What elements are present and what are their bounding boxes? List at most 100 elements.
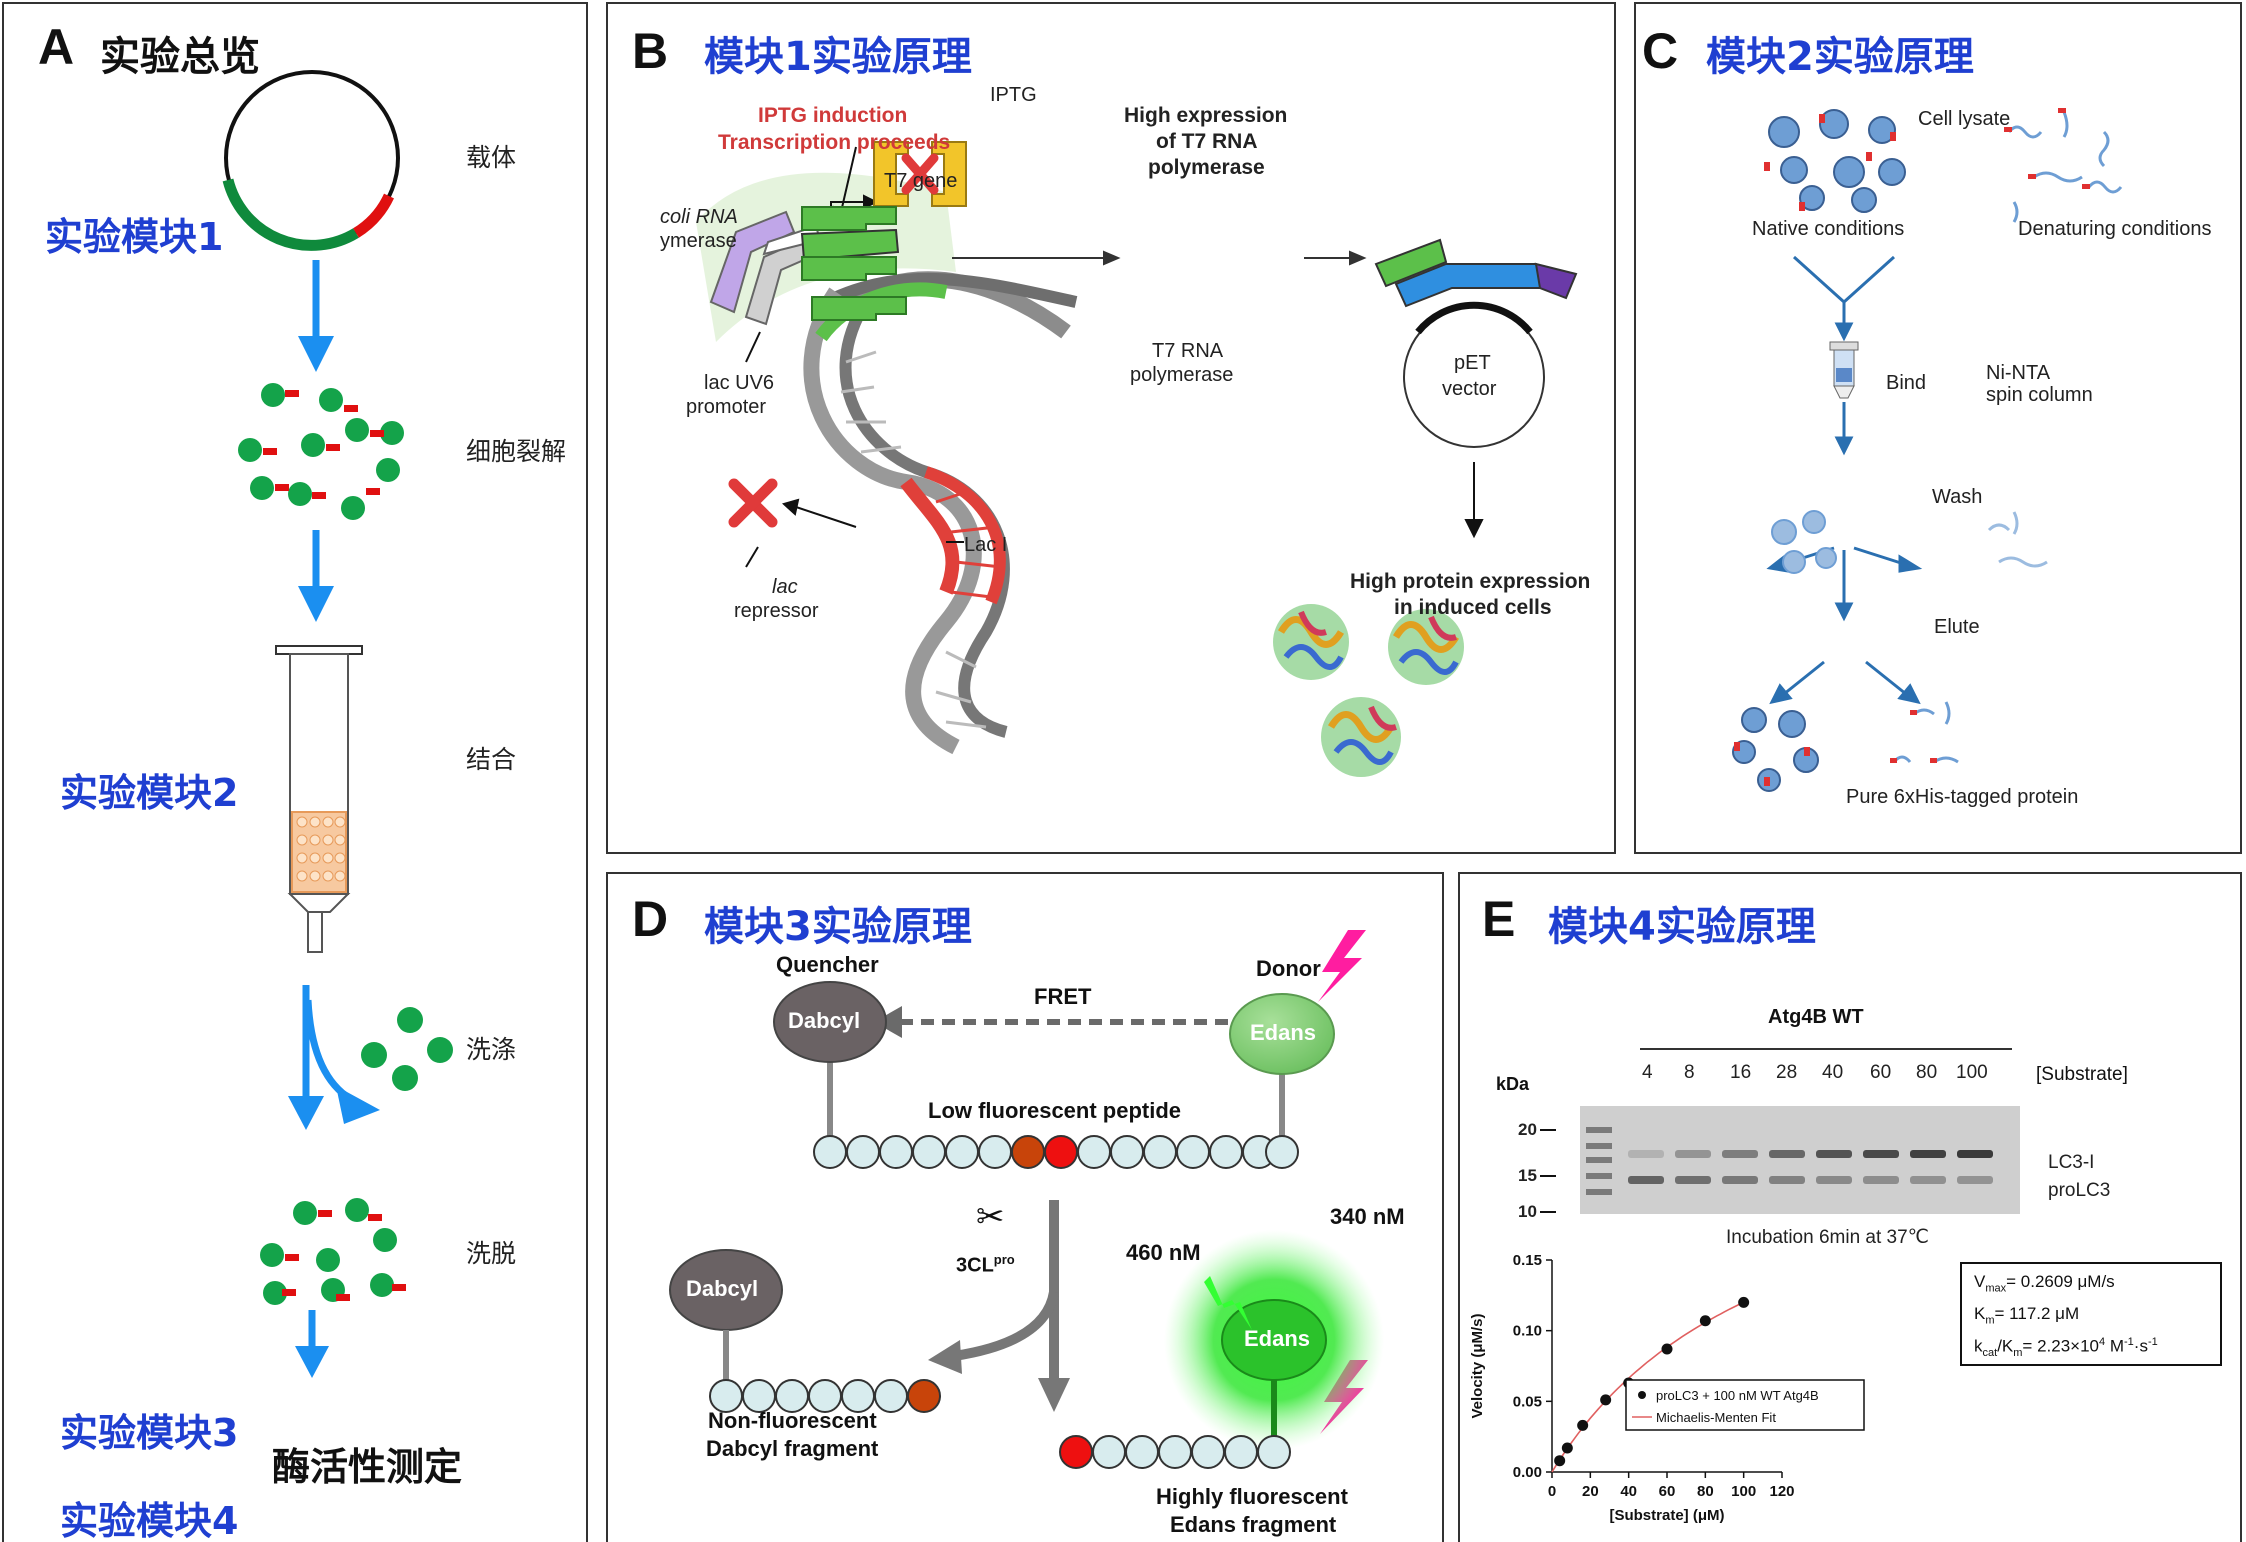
km-sub: m [1985, 1314, 1995, 1327]
lc3i-band [1816, 1150, 1852, 1158]
step-label-elute: 洗脱 [466, 1239, 517, 1268]
dabcyl-label-bottom: Dabcyl [686, 1276, 759, 1301]
pet-vector-icon [1374, 238, 1578, 448]
data-point [1561, 1442, 1573, 1454]
low-fluorescent-peptide-label: Low fluorescent peptide [928, 1098, 1182, 1123]
x-tick-label: 20 [1582, 1483, 1599, 1500]
prolc3-band [1675, 1176, 1711, 1184]
protease-sup: pro [993, 1252, 1015, 1267]
edans-label-bottom: Edans [1244, 1326, 1311, 1351]
excitation-wavelength-label: 460 nM [1126, 1240, 1201, 1265]
legend-point-marker [1638, 1391, 1646, 1399]
high-expression-label-1: High expression [1124, 104, 1288, 127]
emission-wavelength-label: 340 nM [1330, 1204, 1405, 1229]
legend-box [1625, 1379, 1865, 1431]
lane-label: 40 [1822, 1062, 1844, 1083]
ecoli-rna-label-2: ymerase [660, 230, 737, 252]
panel-d-title: 模块3实验原理 [704, 904, 972, 950]
lac-repressor-label-2: repressor [734, 600, 819, 622]
spin-column-icon [275, 645, 363, 953]
vmax-sub: max [1985, 1282, 2007, 1295]
eluate-cluster-icon [260, 1198, 406, 1305]
kcat-sub: cat [1982, 1347, 1998, 1360]
lane-label: 60 [1870, 1062, 1892, 1083]
edans-fragment-icon [1059, 1435, 1291, 1469]
denatured-protein-icon [2007, 111, 2123, 223]
protease-label: 3CLpro [956, 1252, 1015, 1278]
enzyme-assay-label: 酶活性测定 [272, 1445, 463, 1489]
panel-e-title: 模块4实验原理 [1548, 904, 1816, 950]
prolc3-band [1816, 1176, 1852, 1184]
iptg-label: IPTG [990, 84, 1037, 106]
panel-c [1634, 2, 2242, 854]
kinetic-parameters-box: Vmax= 0.2609 μM/s Km= 117.2 μM kcat/Km= … [1960, 1262, 2222, 1366]
kcat-main: k [1974, 1336, 1983, 1356]
highly-fluorescent-label-1: Highly fluorescent [1156, 1484, 1348, 1509]
prolc3-band [1628, 1176, 1664, 1184]
quencher-label: Quencher [776, 952, 879, 977]
step-label-wash: 洗涤 [466, 1035, 517, 1064]
t7-polymerase-icon [801, 206, 907, 321]
lane-label: 100 [1956, 1062, 1988, 1083]
data-point [1577, 1419, 1589, 1431]
pet-label: pET [1454, 352, 1491, 374]
x-tick-label: 0 [1548, 1483, 1556, 1500]
promoter-label: promoter [686, 396, 767, 418]
module-3-label: 实验模块3 [60, 1411, 239, 1455]
ladder-band [1586, 1143, 1612, 1149]
panel-b-title: 模块1实验原理 [704, 34, 972, 80]
pure-protein-label: Pure 6xHis-tagged protein [1846, 786, 2079, 808]
x-tick-label: 120 [1769, 1483, 1794, 1500]
panel-c-graphics [1732, 108, 2123, 792]
x-tick-label: 40 [1620, 1483, 1637, 1500]
panel-a-title: 实验总览 [100, 34, 260, 80]
kcat-exp: 4 [2099, 1336, 2106, 1348]
ladder-band [1586, 1157, 1612, 1163]
vector-label: vector [1442, 378, 1497, 400]
lc3i-band [1957, 1150, 1993, 1158]
panel-b-letter: B [632, 23, 669, 79]
lane-label: 16 [1730, 1062, 1752, 1083]
gel-title: Atg4B WT [1768, 1006, 1864, 1028]
panel-a-graphics [222, 70, 453, 1378]
step-label-vector: 载体 [466, 143, 517, 172]
kcat-value: = 2.23×10 [2022, 1336, 2099, 1356]
non-fluorescent-label-2: Dabcyl fragment [706, 1436, 879, 1461]
lc3i-band [1863, 1150, 1899, 1158]
module-1-label: 实验模块1 [45, 215, 224, 259]
highly-fluorescent-label-2: Edans fragment [1170, 1512, 1337, 1537]
lac-i-label: Lac I [964, 534, 1008, 556]
module-4-label: 实验模块4 [60, 1499, 239, 1542]
fret-label: FRET [1034, 984, 1092, 1009]
expressed-protein-icon [1273, 604, 1464, 777]
edans-label-top: Edans [1250, 1020, 1317, 1045]
panel-b-graphics [696, 141, 1578, 777]
cell-lysate-label: Cell lysate [1918, 108, 2011, 130]
marker-20-label: 20 [1518, 1120, 1537, 1139]
substrate-label: [Substrate] [2036, 1064, 2128, 1085]
prolc3-band [1863, 1176, 1899, 1184]
lc3i-band [1675, 1150, 1711, 1158]
donor-label: Donor [1256, 956, 1321, 981]
band-prolc3-label: proLC3 [2048, 1180, 2111, 1201]
dabcyl-label-top: Dabcyl [788, 1008, 861, 1033]
kcat-unit2: ·s [2133, 1336, 2148, 1356]
kcat-km-line: kcat/Km= 2.23×104 M-1·s-1 [1974, 1336, 2158, 1359]
high-expression-label-3: polymerase [1148, 156, 1265, 179]
data-point [1661, 1343, 1673, 1355]
panel-c-title: 模块2实验原理 [1706, 34, 1974, 80]
vmax-main: V [1974, 1272, 1986, 1291]
ecoli-rna-label-1: coli RNA [660, 206, 738, 228]
kcat-exp2: -1 [2124, 1336, 2134, 1348]
denaturing-conditions-label: Denaturing conditions [2018, 218, 2212, 240]
ni-nta-label: Ni-NTA [1986, 362, 2051, 384]
gel-image [1540, 1106, 2020, 1214]
kcat-exp3: -1 [2147, 1336, 2158, 1348]
lc3i-band [1910, 1150, 1946, 1158]
step-label-bind: 结合 [466, 745, 517, 774]
lc3i-band [1769, 1150, 1805, 1158]
x-tick-label: 80 [1697, 1483, 1714, 1500]
y-axis-label: Velocity (μM/s) [1469, 1313, 1486, 1418]
wash-label: Wash [1932, 486, 1983, 508]
